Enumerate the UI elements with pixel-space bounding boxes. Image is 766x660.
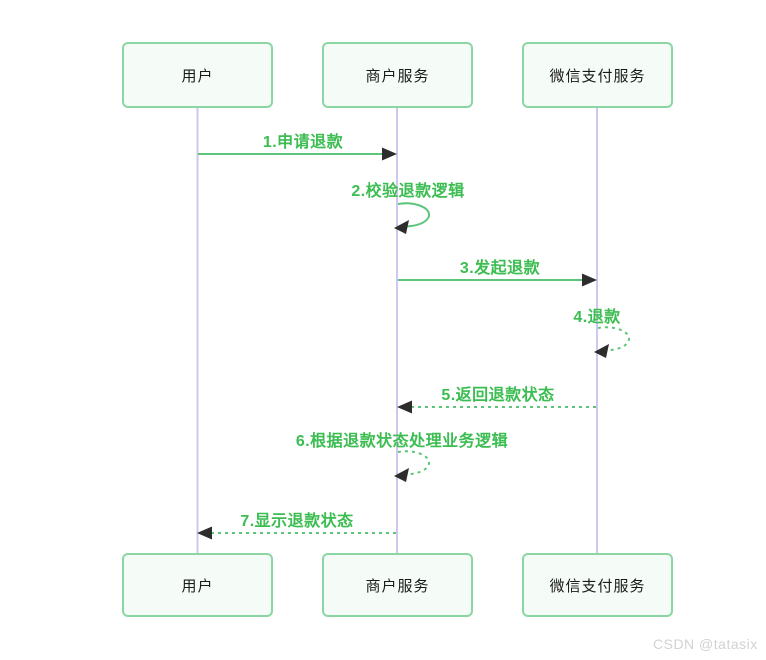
actor-label: 微信支付服务 — [549, 67, 646, 85]
message-5-label: 5.返回退款状态 — [441, 387, 555, 404]
actor-label: 商户服务 — [365, 67, 430, 85]
actor-label: 商户服务 — [365, 577, 430, 595]
message-6-self-loop — [394, 450, 430, 482]
arrowhead-left-icon — [394, 220, 409, 234]
arrowhead-left-icon — [394, 468, 409, 482]
message-3-label: 3.发起退款 — [459, 260, 541, 277]
message-1-label: 1.申请退款 — [262, 134, 344, 151]
message-4-self-loop — [594, 326, 630, 358]
message-7-arrow — [197, 526, 396, 540]
actor-bottom-merchant-service: 商户服务 — [322, 553, 473, 617]
message-2-label: 2.校验退款逻辑 — [351, 183, 465, 200]
arrowhead-left-icon — [197, 526, 212, 540]
arrowhead-left-icon — [397, 400, 412, 414]
message-2-self-loop — [394, 202, 430, 234]
watermark: CSDN @tatasix — [653, 636, 758, 652]
arrowhead-right-icon — [382, 147, 397, 161]
actor-bottom-wechat-pay-service: 微信支付服务 — [522, 553, 673, 617]
actor-label: 用户 — [181, 577, 214, 595]
actor-label: 用户 — [181, 67, 214, 85]
message-7-label: 7.显示退款状态 — [240, 513, 354, 530]
message-4-label: 4.退款 — [573, 309, 621, 326]
message-5-arrow — [397, 400, 596, 414]
actor-label: 微信支付服务 — [549, 577, 646, 595]
message-3-arrow — [398, 273, 597, 287]
actor-top-user: 用户 — [122, 42, 273, 108]
message-6-label: 6.根据退款状态处理业务逻辑 — [295, 433, 509, 450]
actor-bottom-user: 用户 — [122, 553, 273, 617]
message-1-arrow — [198, 147, 397, 161]
arrowhead-right-icon — [582, 273, 597, 287]
actor-top-merchant-service: 商户服务 — [322, 42, 473, 108]
arrowhead-left-icon — [594, 344, 609, 358]
actor-top-wechat-pay-service: 微信支付服务 — [522, 42, 673, 108]
